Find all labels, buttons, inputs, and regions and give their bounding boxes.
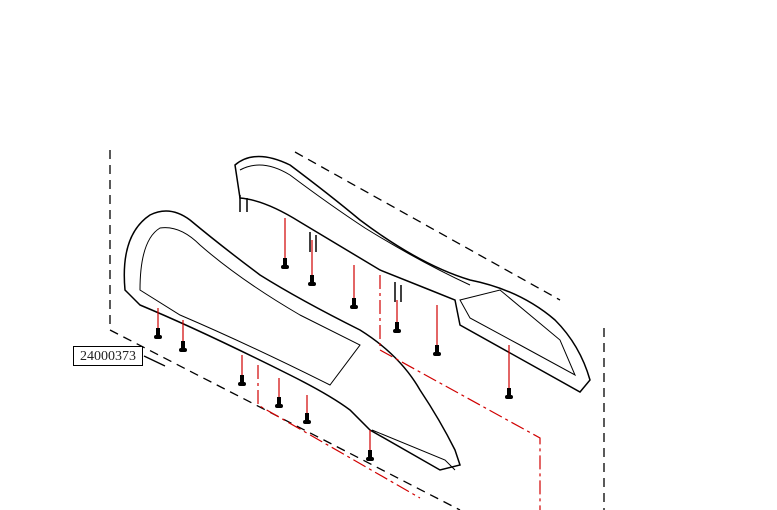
part-number-label: 24000373 — [73, 346, 143, 366]
screw-icon — [308, 275, 316, 286]
screw-icon — [350, 298, 358, 309]
screw-icon — [303, 413, 311, 424]
upper-trim-part — [234, 155, 591, 393]
assembly-boundary — [109, 150, 605, 510]
screw-icon — [281, 258, 289, 269]
screw-icon — [433, 345, 441, 356]
screw-icon — [275, 397, 283, 408]
screw-icon — [238, 375, 246, 386]
screw-icon — [366, 450, 374, 461]
screws — [154, 258, 513, 461]
screw-icon — [505, 388, 513, 399]
screw-icon — [393, 322, 401, 333]
lower-trim-part — [123, 210, 461, 471]
label-leader-line — [143, 355, 166, 367]
screw-icon — [179, 341, 187, 352]
screw-axis-lines — [157, 218, 541, 510]
screw-icon — [154, 328, 162, 339]
